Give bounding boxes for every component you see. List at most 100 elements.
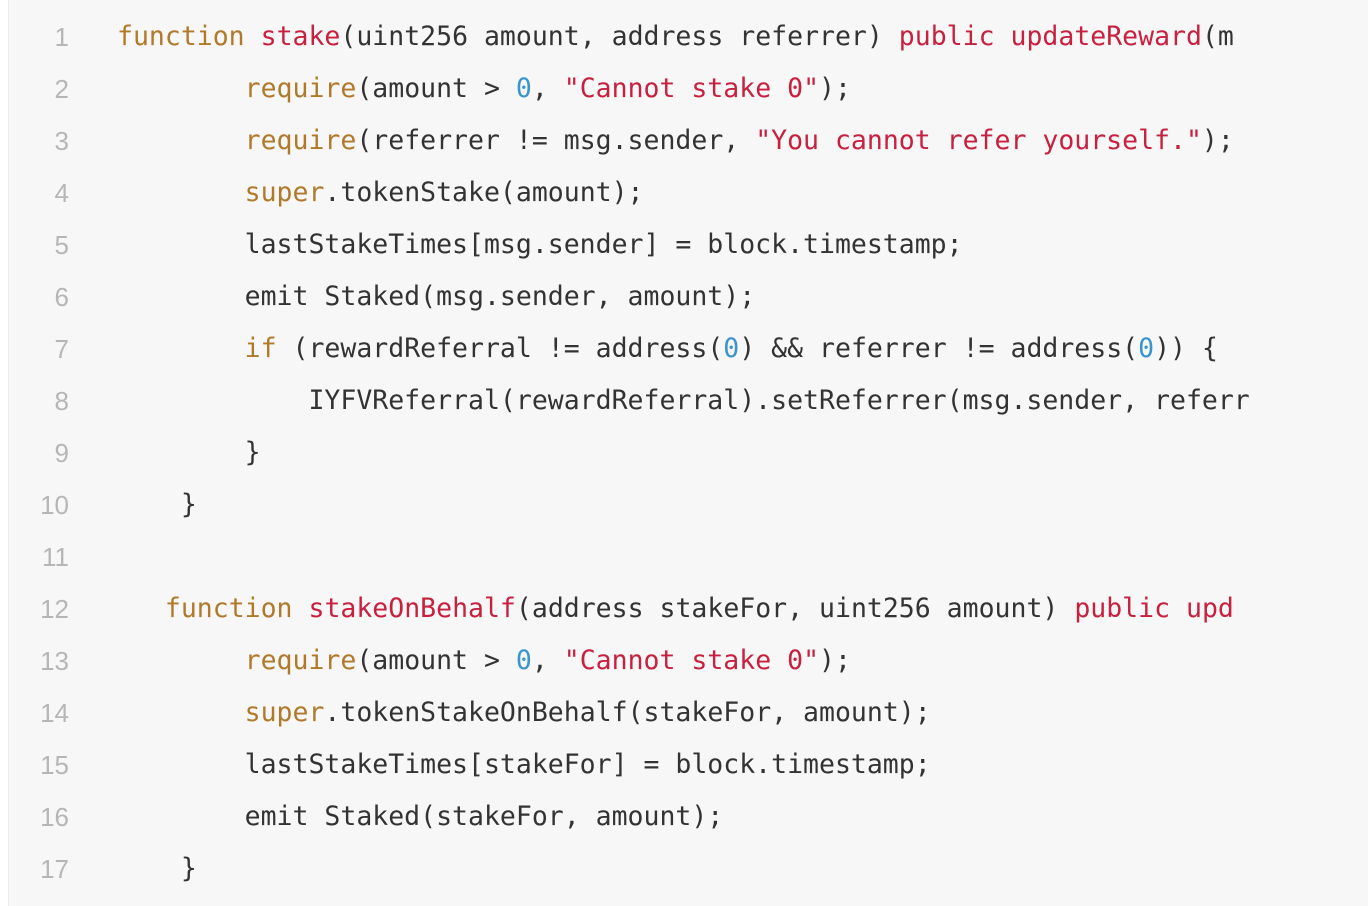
line-content: function stakeOnBehalf(address stakeFor,… [117, 583, 1234, 635]
code-token: (referrer != msg.sender, [356, 125, 756, 156]
code-token: )) { [1154, 333, 1218, 364]
code-line: 5 lastStakeTimes[msg.sender] = block.tim… [9, 219, 1368, 271]
code-token [995, 21, 1011, 52]
code-token: require [244, 73, 357, 104]
code-token: } [117, 853, 197, 884]
code-token: , [531, 73, 564, 104]
code-token: .tokenStakeOnBehalf(stakeFor, amount); [324, 697, 931, 728]
code-token: 0 [723, 333, 740, 364]
line-content: if (rewardReferral != address(0) && refe… [117, 323, 1218, 375]
code-line: 14 super.tokenStakeOnBehalf(stakeFor, am… [9, 687, 1368, 739]
code-line: 17 } [9, 843, 1368, 895]
code-token: (rewardReferral != address( [276, 333, 724, 364]
code-token: "Cannot stake 0" [563, 645, 820, 676]
code-line: 12 function stakeOnBehalf(address stakeF… [9, 583, 1368, 635]
line-content: } [117, 427, 261, 479]
code-token: function [164, 593, 293, 624]
code-token: stakeOnBehalf [308, 593, 516, 624]
line-number: 4 [54, 178, 69, 208]
line-content: function stake(uint256 amount, address r… [117, 11, 1234, 63]
code-token: (uint256 amount, address referrer) [340, 21, 899, 52]
code-token [117, 73, 245, 104]
code-line: 3 require(referrer != msg.sender, "You c… [9, 115, 1368, 167]
code-token: 0 [515, 645, 532, 676]
code-line: 8 IYFVReferral(rewardReferral).setReferr… [9, 375, 1368, 427]
line-number: 8 [54, 386, 69, 416]
line-number: 17 [40, 854, 69, 884]
code-token: .tokenStake(amount); [324, 177, 644, 208]
line-content: lastStakeTimes[msg.sender] = block.times… [117, 219, 963, 271]
line-content: } [117, 843, 197, 895]
line-number: 5 [54, 230, 69, 260]
code-token: lastStakeTimes[msg.sender] = block.times… [117, 229, 963, 260]
line-content: emit Staked(msg.sender, amount); [117, 271, 756, 323]
code-token [117, 177, 245, 208]
code-token: super [244, 177, 325, 208]
code-line: 11 [9, 531, 1368, 583]
code-token: (address stakeFor, uint256 amount) [515, 593, 1075, 624]
line-number: 11 [42, 542, 69, 572]
code-line: 16 emit Staked(stakeFor, amount); [9, 791, 1368, 843]
code-token: ); [819, 645, 851, 676]
code-token: require [244, 645, 357, 676]
line-content: lastStakeTimes[stakeFor] = block.timesta… [117, 739, 931, 791]
code-token: IYFVReferral(rewardReferral).setReferrer… [117, 385, 1250, 416]
line-number: 7 [54, 334, 69, 364]
line-content: emit Staked(stakeFor, amount); [117, 791, 724, 843]
line-number: 9 [54, 438, 69, 468]
code-token: public [898, 21, 995, 52]
code-token: ); [819, 73, 851, 104]
code-line: 1 function stake(uint256 amount, address … [9, 11, 1368, 63]
code-line: 15 lastStakeTimes[stakeFor] = block.time… [9, 739, 1368, 791]
code-editor[interactable]: 1 function stake(uint256 amount, address … [8, 0, 1368, 906]
code-token: , [531, 645, 564, 676]
code-token: ); [1201, 125, 1234, 156]
line-content: super.tokenStake(amount); [117, 167, 644, 219]
code-token: (amount > [356, 645, 516, 676]
code-line: 10 } [9, 479, 1368, 531]
line-number: 13 [40, 646, 69, 676]
line-number: 12 [40, 594, 69, 624]
code-token [117, 125, 245, 156]
line-content: IYFVReferral(rewardReferral).setReferrer… [117, 375, 1250, 427]
code-line: 6 emit Staked(msg.sender, amount); [9, 271, 1368, 323]
code-token: ) && referrer != address( [739, 333, 1139, 364]
code-line: 2 require(amount > 0, "Cannot stake 0"); [9, 63, 1368, 115]
line-number: 1 [54, 22, 69, 52]
code-token: stake [260, 21, 341, 52]
line-content: require(amount > 0, "Cannot stake 0"); [117, 635, 851, 687]
code-token [117, 333, 245, 364]
line-number: 16 [40, 802, 69, 832]
code-token: 0 [515, 73, 532, 104]
line-content: super.tokenStakeOnBehalf(stakeFor, amoun… [117, 687, 931, 739]
line-number: 14 [40, 698, 69, 728]
code-token: (m [1201, 21, 1234, 52]
code-token: updateReward [1010, 21, 1202, 52]
code-token [117, 593, 165, 624]
code-token: require [244, 125, 357, 156]
line-content: } [117, 479, 197, 531]
code-token [117, 697, 245, 728]
line-number: 10 [40, 490, 69, 520]
code-token: 0 [1138, 333, 1155, 364]
code-token: emit Staked(stakeFor, amount); [117, 801, 724, 832]
code-line: 9 } [9, 427, 1368, 479]
code-token: public [1074, 593, 1171, 624]
line-content: require(amount > 0, "Cannot stake 0"); [117, 63, 851, 115]
code-token: super [244, 697, 325, 728]
code-token [245, 21, 261, 52]
code-token: function [117, 21, 245, 52]
line-number: 6 [54, 282, 69, 312]
code-token: if [244, 333, 277, 364]
code-line: 13 require(amount > 0, "Cannot stake 0")… [9, 635, 1368, 687]
code-token [117, 645, 245, 676]
line-number: 3 [54, 126, 69, 156]
line-number: 2 [54, 74, 69, 104]
code-token: upd [1186, 593, 1234, 624]
code-token: "You cannot refer yourself." [755, 125, 1202, 156]
line-number: 15 [40, 750, 69, 780]
code-token [1170, 593, 1186, 624]
code-line: 4 super.tokenStake(amount); [9, 167, 1368, 219]
code-token: } [117, 489, 197, 520]
code-token: } [117, 437, 261, 468]
